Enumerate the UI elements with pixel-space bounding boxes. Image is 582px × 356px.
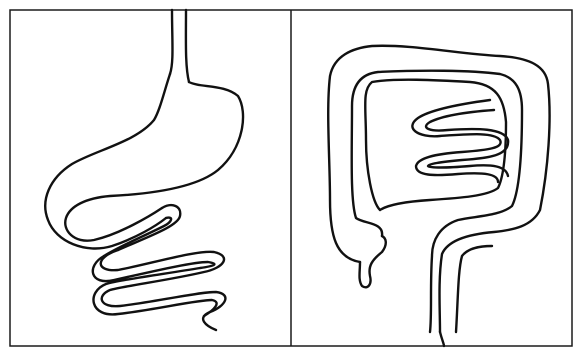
- left-panel: [45, 10, 243, 330]
- rectum-left-wall: [440, 332, 444, 346]
- stomach-outer-wall: [65, 82, 243, 241]
- small-intestine-coil-inner: [426, 110, 508, 176]
- small-intestine-coil: [412, 100, 508, 182]
- small-intestine-coil-outer: [412, 100, 500, 182]
- colon-inner-loop: [365, 80, 506, 210]
- rectum-right-wall: [456, 246, 492, 332]
- stomach: [45, 10, 243, 256]
- esophagus-left-wall: [170, 10, 173, 74]
- large-intestine: [328, 46, 549, 346]
- right-panel: [328, 46, 549, 346]
- appendix: [360, 236, 386, 287]
- esophagus-right-wall: [186, 10, 189, 82]
- small-intestine: [93, 250, 226, 330]
- stomach-inner-wall: [45, 74, 170, 248]
